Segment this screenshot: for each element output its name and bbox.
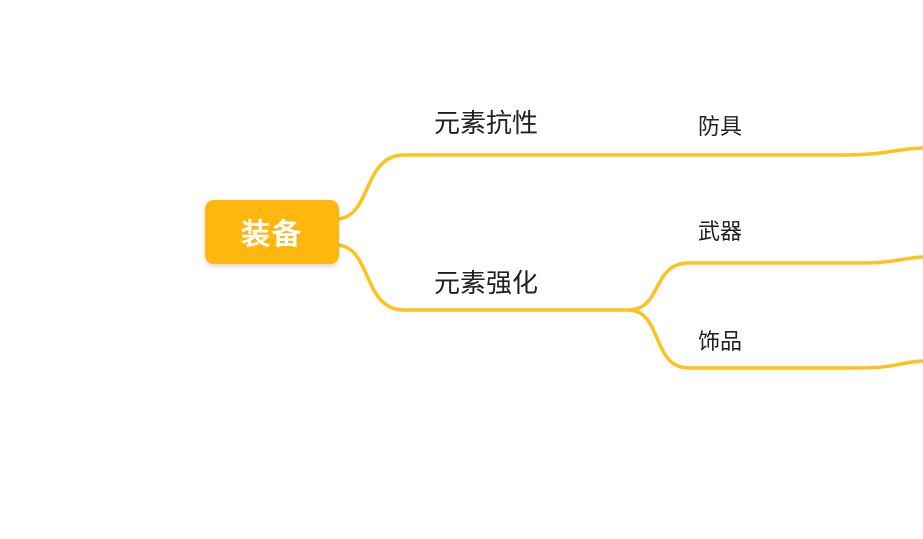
child-node-accessory[interactable]: 饰品 <box>698 329 743 354</box>
root-node-equipment[interactable]: 装备 <box>205 200 339 264</box>
child-node-weapon[interactable]: 武器 <box>698 219 743 244</box>
connector-elemental-boost-to-weapon <box>626 255 923 312</box>
child-node-armor[interactable]: 防具 <box>698 114 743 139</box>
branch-node-elemental-boost[interactable]: 元素强化 <box>434 268 539 298</box>
connector-elemental-boost-to-accessory <box>626 308 923 370</box>
connector-root-to-elemental-resistance <box>334 146 923 221</box>
branch-node-elemental-resistance[interactable]: 元素抗性 <box>434 108 539 138</box>
connector-root-to-elemental-boost <box>334 243 630 312</box>
